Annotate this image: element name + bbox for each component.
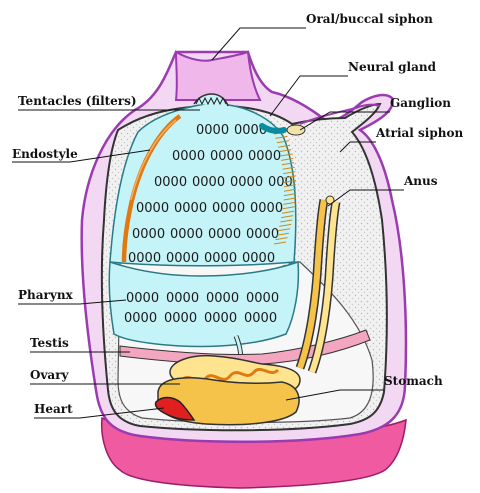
gill-slit-row: 0000	[204, 311, 237, 326]
label-ovary: Ovary	[30, 368, 69, 382]
gill-slit-row: 0000	[124, 311, 157, 326]
label-atrial-siphon: Atrial siphon	[376, 126, 463, 140]
ganglion	[287, 125, 305, 135]
gill-slit-row: 0000	[248, 149, 281, 164]
gill-slit-row: 0000	[126, 291, 159, 306]
gill-slit-row: 0000	[174, 201, 207, 216]
gill-slit-row: 0000	[230, 175, 263, 190]
label-ganglion: Ganglion	[390, 96, 451, 110]
gill-slit-row: 0000	[172, 149, 205, 164]
gill-slit-row: 0000	[246, 291, 279, 306]
gill-slit-row: 0000	[170, 227, 203, 242]
gill-slit-row: 0000	[208, 227, 241, 242]
gill-slit-row: 0000	[244, 311, 277, 326]
gill-slit-row: 0000	[164, 311, 197, 326]
gill-slit-row: 0000	[192, 175, 225, 190]
gill-slit-row: 0000	[246, 227, 279, 242]
label-endostyle: Endostyle	[12, 147, 78, 161]
label-stomach: Stomach	[384, 374, 443, 388]
label-anus: Anus	[404, 174, 438, 188]
label-heart: Heart	[34, 402, 73, 416]
gill-slit-row: 0000	[154, 175, 187, 190]
gill-slit-row: 0000	[250, 201, 283, 216]
gill-slit-row: 0000	[204, 251, 237, 266]
gill-slit-row: 0000	[166, 291, 199, 306]
label-tentacles: Tentacles (filters)	[18, 94, 137, 108]
oral-siphon	[176, 52, 260, 100]
label-oral-buccal-siphon: Oral/buccal siphon	[306, 12, 433, 26]
gill-slit-row: 0000	[128, 251, 161, 266]
label-neural-gland: Neural gland	[348, 60, 436, 74]
gill-slit-row: 0000	[196, 123, 229, 138]
gill-slit-row: 0000	[210, 149, 243, 164]
gill-slit-row: 0000	[136, 201, 169, 216]
gill-slit-row: 0000	[132, 227, 165, 242]
gill-slit-row: 0000	[242, 251, 275, 266]
gill-slit-row: 0000	[166, 251, 199, 266]
label-pharynx: Pharynx	[18, 288, 73, 302]
label-testis: Testis	[30, 336, 69, 350]
gill-slit-row: 0000	[206, 291, 239, 306]
gill-slit-row: 0000	[212, 201, 245, 216]
